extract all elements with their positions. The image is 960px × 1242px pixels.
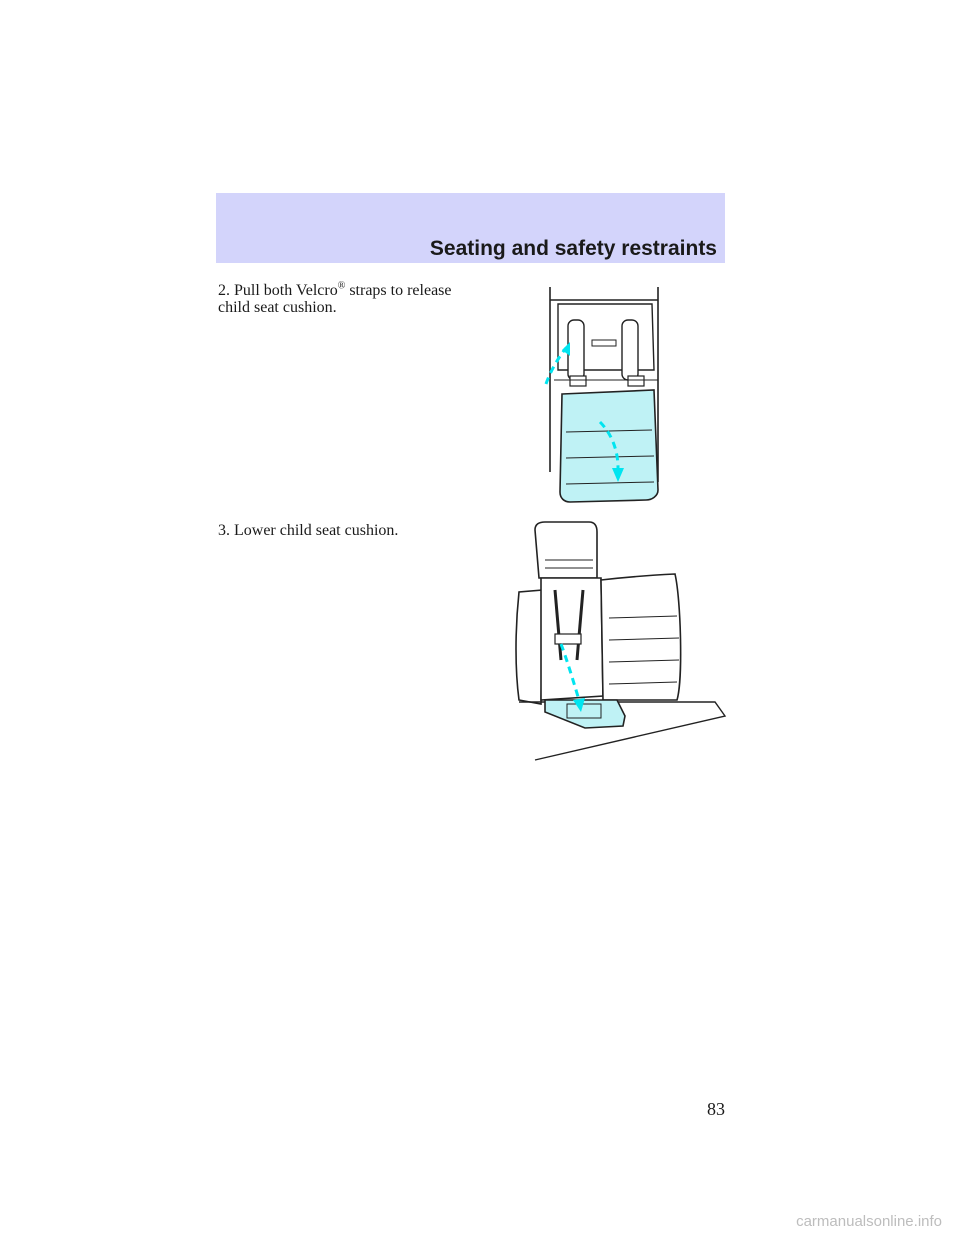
step-2-text: 2. Pull both Velcro bbox=[218, 282, 338, 299]
trademark-symbol: ® bbox=[337, 280, 346, 292]
section-header-band: Seating and safety restraints bbox=[216, 193, 725, 263]
site-watermark: carmanualsonline.info bbox=[796, 1213, 942, 1230]
lower-child-seat-cushion-illustration bbox=[505, 520, 730, 765]
velcro-straps-release-illustration bbox=[540, 282, 670, 507]
seat-cushion-lowered-drawing bbox=[515, 521, 727, 761]
step-2-instruction: 2. Pull both Velcro® straps to release c… bbox=[218, 280, 458, 316]
step-3-instruction: 3. Lower child seat cushion. bbox=[218, 522, 399, 539]
section-title: Seating and safety restraints bbox=[429, 237, 717, 260]
page-number: 83 bbox=[707, 1099, 725, 1119]
step-2-text-continued: straps to release child seat cushion. bbox=[218, 282, 452, 316]
seat-back-release-drawing bbox=[544, 287, 659, 503]
